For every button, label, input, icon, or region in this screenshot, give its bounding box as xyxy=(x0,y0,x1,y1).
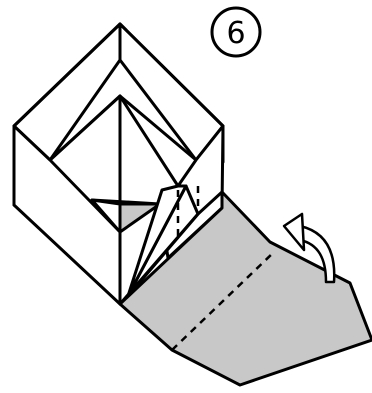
arrow-head xyxy=(284,214,304,250)
front-left-wall xyxy=(14,126,120,304)
step-badge: 6 xyxy=(212,8,260,56)
step-number: 6 xyxy=(226,16,245,51)
